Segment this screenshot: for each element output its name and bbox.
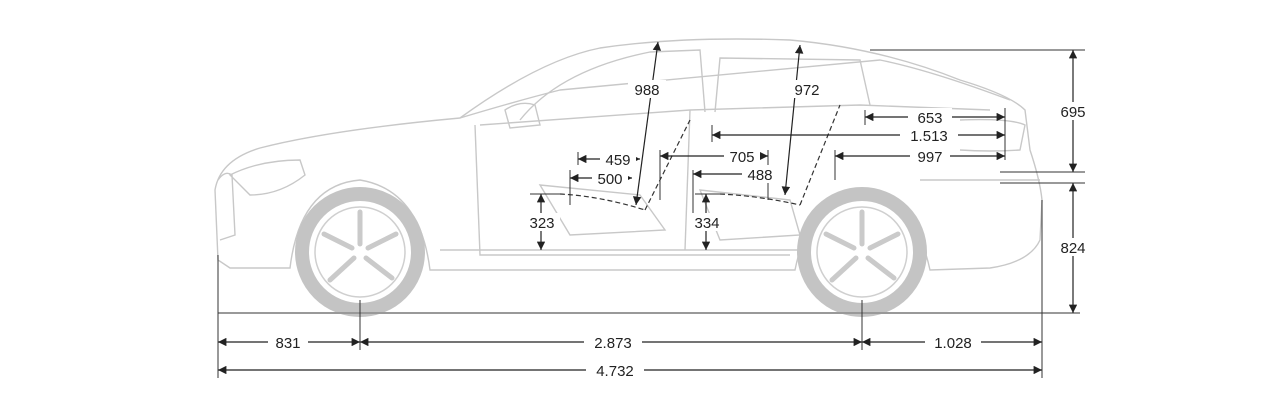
label-rear-length-to-bpillar: 1.513 bbox=[910, 128, 948, 145]
label-front-seat-height: 323 bbox=[529, 215, 554, 232]
label-front-overhang: 831 bbox=[275, 335, 300, 352]
label-lower-height: 824 bbox=[1060, 240, 1085, 257]
label-rear-overhang-upper: 653 bbox=[917, 110, 942, 127]
label-rear-seat-depth: 488 bbox=[747, 167, 772, 184]
rear-wheel bbox=[797, 187, 927, 317]
label-rear-headroom: 972 bbox=[794, 82, 819, 99]
label-rear-legroom-span: 705 bbox=[729, 149, 754, 166]
front-seat-cushion-line bbox=[559, 193, 646, 211]
label-front-seat-length: 500 bbox=[597, 171, 622, 188]
rear-seat-cushion-line bbox=[719, 193, 801, 206]
label-front-headroom: 988 bbox=[634, 82, 659, 99]
front-wheel bbox=[295, 187, 425, 317]
label-rear-section: 997 bbox=[917, 149, 942, 166]
dim-line-rear-headroom bbox=[781, 44, 804, 196]
label-total-length: 4.732 bbox=[596, 363, 634, 380]
label-wheelbase: 2.873 bbox=[594, 335, 632, 352]
label-rear-overhang: 1.028 bbox=[934, 335, 972, 352]
front-seat-back-line bbox=[644, 119, 691, 211]
rear-seat-back-line bbox=[799, 104, 841, 206]
extension-lines bbox=[217, 49, 1085, 378]
label-front-seat-depth: 459 bbox=[605, 152, 630, 169]
label-upper-height: 695 bbox=[1060, 104, 1085, 121]
label-rear-seat-height: 334 bbox=[694, 215, 719, 232]
dim-line-front-headroom bbox=[632, 41, 662, 206]
